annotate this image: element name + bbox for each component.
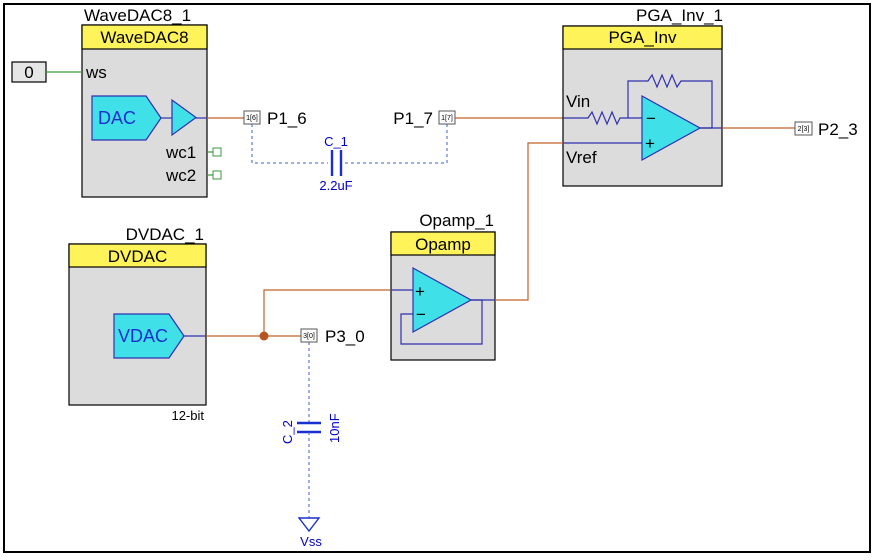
wc2-terminal-icon[interactable] — [212, 170, 222, 180]
p3-0-port-name: P3_0 — [325, 327, 365, 346]
junction-dot — [259, 331, 269, 341]
pga-vin-label: Vin — [566, 92, 590, 111]
opamp-component[interactable]: Opamp_1 Opamp + − — [390, 211, 496, 361]
wavedac-dac-block — [91, 95, 162, 141]
opamp-instance-name: Opamp_1 — [419, 211, 494, 230]
wavedac-wc1-pin-label: wc1 — [165, 143, 196, 162]
pga-input-resistor-icon — [563, 110, 642, 126]
wavedac-instance-name: WaveDAC8_1 — [84, 6, 191, 25]
wavedac-ws-pin-label: ws — [85, 63, 107, 82]
p1-7-port-name: P1_7 — [393, 109, 433, 128]
pga-plus-sign: + — [645, 134, 655, 153]
wavedac-wc2-pin-label: wc2 — [165, 166, 196, 185]
opamp-minus-sign: − — [416, 305, 426, 324]
dvdac-vdac-block — [113, 313, 185, 359]
capacitor-c2[interactable]: C_2 10nF — [280, 342, 342, 518]
dvdac-instance-name: DVDAC_1 — [126, 225, 204, 244]
opamp-plus-sign: + — [415, 282, 425, 301]
constant-value: 0 — [24, 63, 33, 82]
p1-7-pin-number: 1[7] — [441, 115, 453, 122]
c1-name: C_1 — [324, 134, 348, 149]
opamp-header-label: Opamp — [415, 235, 471, 254]
c2-name: C_2 — [280, 420, 295, 444]
wc1-terminal-icon[interactable] — [212, 147, 222, 157]
pga-header-label: PGA_Inv — [608, 28, 677, 47]
pga-header — [562, 25, 723, 50]
dvdac-to-opamp-wire — [263, 289, 390, 336]
p2-3-pin-box — [794, 121, 813, 136]
pga-instance-name: PGA_Inv_1 — [636, 6, 723, 25]
port-p3-0[interactable]: 3[0] P3_0 — [300, 327, 365, 346]
port-p1-7[interactable]: P1_7 1[7] — [393, 109, 563, 128]
c2-value: 10nF — [327, 413, 342, 443]
ground-label: Vss — [300, 534, 322, 549]
wavedac-component[interactable]: WaveDAC8_1 WaveDAC8 ws DAC wc1 wc2 — [81, 6, 222, 198]
wavedac-dac-label: DAC — [98, 108, 136, 128]
wavedac-header — [81, 24, 208, 50]
pga-feedback-resistor-icon — [627, 73, 713, 129]
logic-constant[interactable]: 0 — [11, 61, 82, 83]
ground-icon — [297, 517, 321, 533]
capacitor-c1[interactable]: C_1 2.2uF — [251, 124, 448, 193]
c1-right-net — [345, 124, 448, 164]
pga-vref-label: Vref — [566, 148, 597, 167]
pga-minus-sign: − — [646, 109, 656, 128]
dvdac-resolution-label: 12-bit — [171, 408, 204, 423]
port-p2-3[interactable]: 2[3] P2_3 — [722, 120, 858, 139]
port-p1-6[interactable]: 1[6] P1_6 — [207, 109, 307, 128]
p2-3-pin-number: 2[3] — [798, 126, 810, 133]
p1-6-port-name: P1_6 — [267, 109, 307, 128]
opamp-header — [390, 231, 496, 256]
pga-component[interactable]: PGA_Inv_1 PGA_Inv Vin Vref − + — [562, 6, 723, 187]
p3-0-pin-number: 3[0] — [303, 333, 315, 340]
wavedac-header-label: WaveDAC8 — [100, 28, 188, 47]
dvdac-header-label: DVDAC — [108, 247, 168, 266]
dvdac-component[interactable]: DVDAC_1 DVDAC VDAC 12-bit — [68, 225, 207, 423]
p2-3-port-name: P2_3 — [818, 120, 858, 139]
ground-symbol[interactable]: Vss — [297, 517, 322, 549]
sheet-border — [3, 3, 871, 553]
p1-6-pin-number: 1[6] — [246, 115, 258, 122]
dvdac-header — [68, 243, 207, 268]
c1-left-net — [251, 124, 328, 164]
opamp-to-pga-vref-wire — [495, 142, 563, 301]
pga-amplifier-icon — [641, 94, 702, 162]
opamp-amplifier-icon — [412, 266, 473, 334]
dvdac-vdac-label: VDAC — [118, 326, 168, 346]
c1-value: 2.2uF — [319, 178, 352, 193]
